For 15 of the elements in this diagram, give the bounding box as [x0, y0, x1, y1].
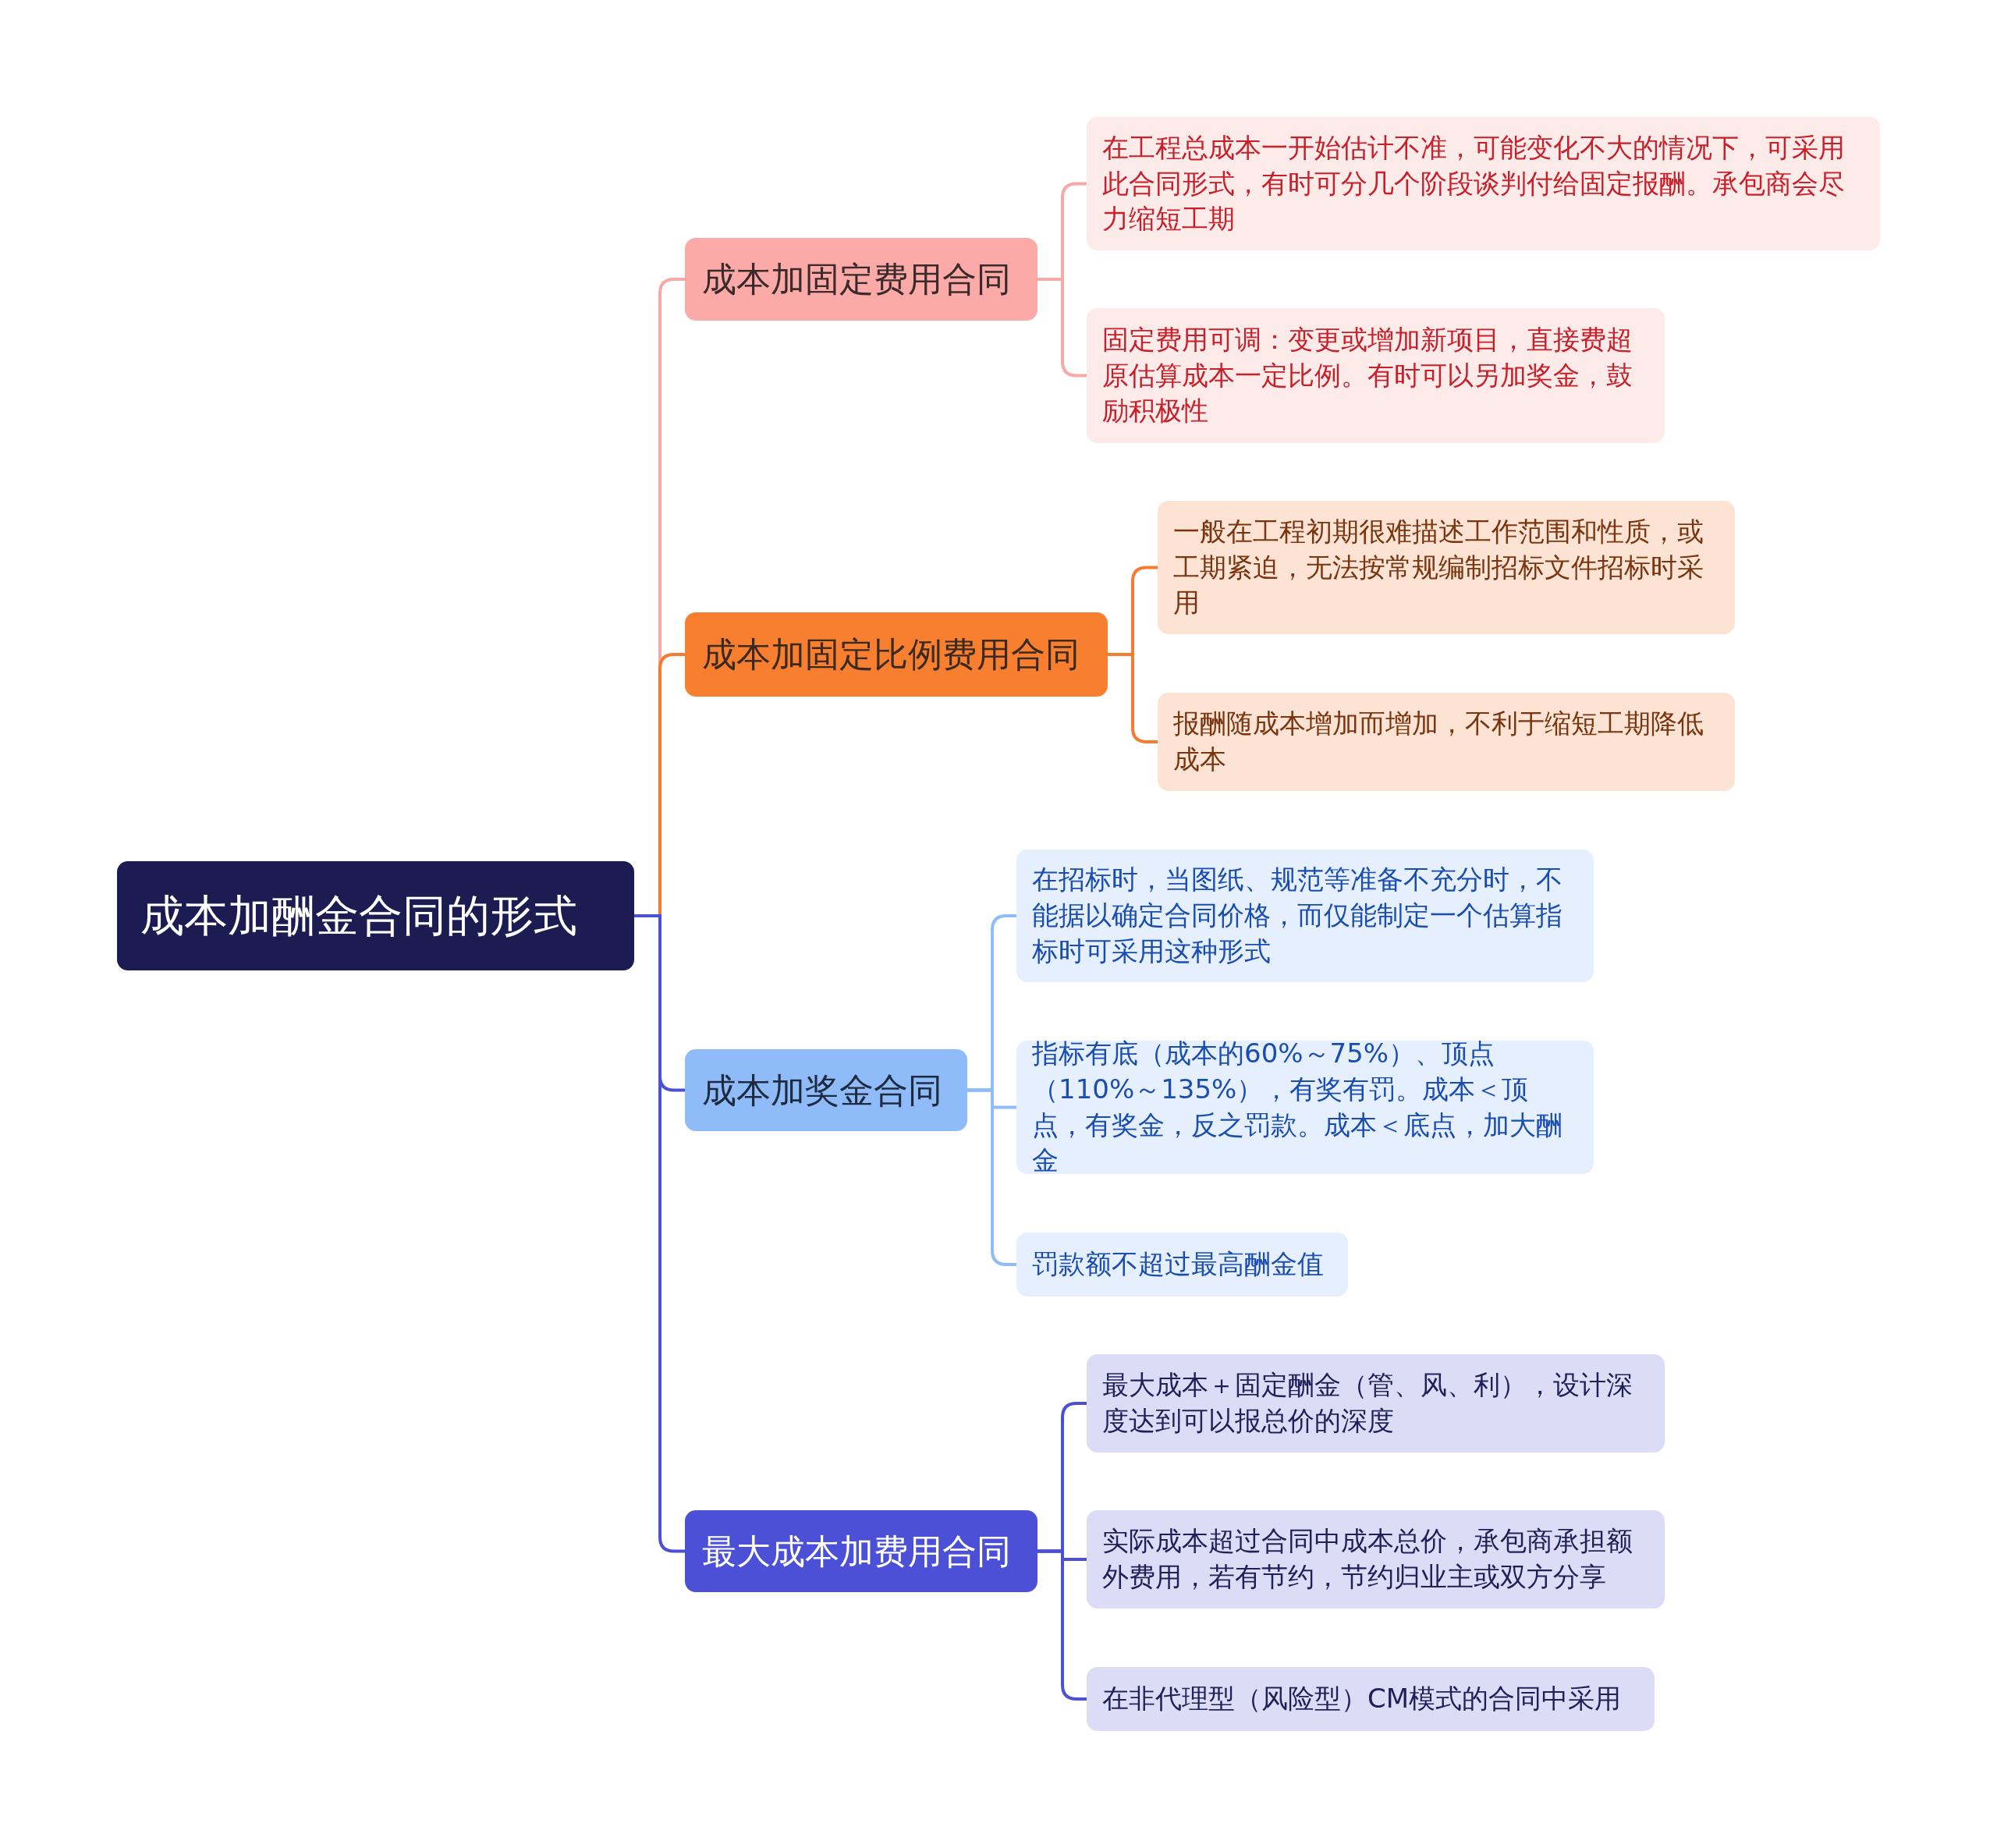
root-topic-box: 成本加酬金合同的形式 — [117, 861, 634, 970]
topic-box: 成本加固定比例费用合同 — [685, 612, 1108, 697]
note-box: 在招标时，当图纸、规范等准备不充分时，不能据以确定合同价格，而仅能制定一个估算指标时可采用这种形式 — [1016, 850, 1594, 982]
note-box: 在工程总成本一开始估计不准，可能变化不大的情况下，可采用此合同形式，有时可分几个阶段谈判付给固定报酬。承包商会尽力缩短工期 — [1087, 117, 1880, 250]
note-box: 报酬随成本增加而增加，不利于缩短工期降低成本 — [1158, 693, 1735, 791]
topic-box: 成本加固定费用合同 — [685, 238, 1038, 321]
note-box: 最大成本＋固定酬金（管、风、利），设计深度达到可以报总价的深度 — [1087, 1354, 1665, 1453]
note-box: 实际成本超过合同中成本总价，承包商承担额外费用，若有节约，节约归业主或双方分享 — [1087, 1510, 1665, 1609]
topic-box: 成本加奖金合同 — [685, 1049, 967, 1131]
note-box: 固定费用可调：变更或增加新项目，直接费超原估算成本一定比例。有时可以另加奖金，鼓励积极性 — [1087, 308, 1665, 443]
note-box: 一般在工程初期很难描述工作范围和性质，或工期紧迫，无法按常规编制招标文件招标时采用 — [1158, 501, 1735, 634]
note-box: 指标有底（成本的60%～75%）、顶点（110%～135%），有奖有罚。成本＜顶点，有奖金，反之罚款。成本＜底点，加大酬金 — [1016, 1041, 1594, 1174]
topic-box: 最大成本加费用合同 — [685, 1510, 1038, 1592]
note-box: 在非代理型（风险型）CM模式的合同中采用 — [1087, 1667, 1655, 1731]
note-box: 罚款额不超过最高酬金值 — [1016, 1233, 1348, 1296]
